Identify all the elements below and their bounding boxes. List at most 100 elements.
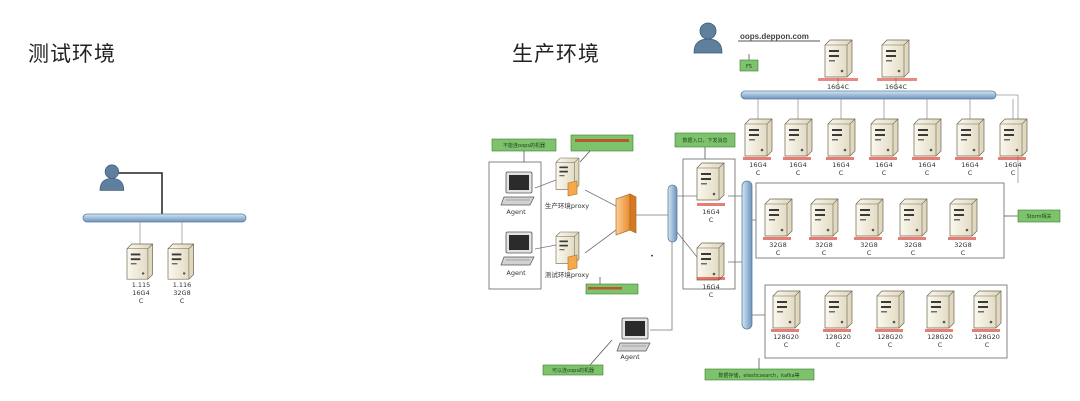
storm-server-tail: C [822, 249, 827, 257]
storage-server-spec: 128G20 [927, 333, 953, 341]
redacted-mark [771, 329, 799, 332]
storage-server-tail: C [888, 341, 893, 349]
test-server-spec: 32G8 [173, 289, 190, 297]
test-server-icon [126, 243, 154, 280]
row1-server-tail: C [839, 169, 844, 177]
storage-server-icon [876, 290, 905, 329]
domain-label: oops.deppon.com [740, 32, 809, 41]
mid-server-spec: 16G4 [702, 283, 719, 291]
redacted-mark [854, 237, 882, 240]
row1-server-tail: C [968, 169, 973, 177]
row1-server-icon [956, 118, 985, 157]
redacted-mark [575, 139, 629, 142]
redacted-mark [925, 329, 953, 332]
redacted-mark [948, 237, 976, 240]
firewall-icon [615, 193, 637, 236]
prod-env-title: 生产环境 [512, 42, 600, 66]
row1-server-tail: C [756, 169, 761, 177]
row1-server-icon [999, 118, 1028, 157]
storage-server-spec: 128G20 [825, 333, 851, 341]
mid-note-text: 数据入口，下发消息 [682, 137, 727, 144]
agent-label: Agent [506, 269, 526, 277]
test-env-group: 1.115 16G4 C 1.116 32G8 C [82, 164, 247, 305]
storm-server-tail: C [911, 249, 916, 257]
redacted-mark [869, 157, 897, 160]
vertical-bus-2 [741, 180, 753, 330]
storm-server-icon [855, 198, 884, 237]
bottom-agent-pc-icon [616, 317, 651, 352]
redacted-mark [955, 157, 983, 160]
agent-label: Agent [506, 208, 526, 216]
row1-server-spec: 16G4 [749, 161, 766, 169]
redacted-mark [826, 157, 854, 160]
agent-pc-icon [500, 171, 535, 206]
storage-server-icon [772, 290, 801, 329]
mid-server-tail: C [709, 291, 714, 299]
redacted-mark [697, 277, 725, 280]
row1-server-spec: 16G4 [789, 161, 806, 169]
storm-server-tail: C [776, 249, 781, 257]
redacted-mark [823, 329, 851, 332]
storm-server-spec: 32G8 [815, 241, 832, 249]
test-server-ip: 1.116 [173, 281, 192, 289]
agent-bottom-note-text: 可以连oops的机器 [552, 367, 594, 374]
storage-server-spec: 128G20 [877, 333, 903, 341]
f5-tag-label: F5 [746, 64, 752, 70]
redacted-mark [588, 287, 622, 290]
row1-server-spec: 16G4 [832, 161, 849, 169]
test-server-spec: 16G4 [132, 289, 149, 297]
row1-server-tail: C [796, 169, 801, 177]
storage-note-text: 数据存储，elasticsearch，kafka等 [718, 372, 799, 379]
row1-server-tail: C [1011, 169, 1016, 177]
storm-box [755, 182, 1005, 259]
connector-dot: • [650, 252, 654, 260]
storage-server-spec: 128G20 [773, 333, 799, 341]
row1-server-tail: C [925, 169, 930, 177]
agent-box [488, 161, 542, 290]
prod-user-icon [693, 22, 723, 54]
redacted-mark [972, 329, 1000, 332]
redacted-mark [912, 157, 940, 160]
agent-pc-icon [500, 231, 535, 266]
storm-server-spec: 32G8 [860, 241, 877, 249]
storm-server-spec: 32G8 [769, 241, 786, 249]
storm-note-text: Storm相关 [1026, 213, 1051, 220]
redacted-mark [783, 157, 811, 160]
mid-box [682, 158, 736, 290]
redacted-mark [697, 203, 725, 206]
top-server-spec: 16G4C [885, 83, 907, 91]
storm-server-spec: 32G8 [954, 241, 971, 249]
mid-group: 数据入口，下发消息 16G4 C 16G4 C [674, 132, 736, 299]
row1-server-spec: 16G4 [875, 161, 892, 169]
storage-server-tail: C [938, 341, 943, 349]
agent-area: 不能连oops的机器 Agent Agent [488, 138, 557, 290]
row1-server-icon [827, 118, 856, 157]
proxy-prod-label: 生产环境proxy [545, 201, 589, 210]
redacted-mark [998, 157, 1026, 160]
row1-server-icon [784, 118, 813, 157]
mid-server-spec: 16G4 [702, 208, 719, 216]
row1-server-spec: 16G4 [1004, 161, 1021, 169]
redacted-mark [743, 157, 771, 160]
storm-server-icon [764, 198, 793, 237]
row1-server-icon [870, 118, 899, 157]
agent-box-note-text: 不能连oops的机器 [503, 142, 545, 149]
test-network-bus [82, 213, 247, 223]
top-server-icon [824, 39, 853, 78]
agent-bottom-note [542, 364, 604, 376]
storm-server-icon [810, 198, 839, 237]
storage-server-tail: C [985, 341, 990, 349]
row1-server-icon [744, 118, 773, 157]
top-server-icon [881, 39, 910, 78]
prod-main-bus [740, 90, 997, 100]
test-server-ip: 1.115 [132, 281, 151, 289]
storage-server-tail: C [836, 341, 841, 349]
test-server-tail: C [139, 297, 144, 305]
redacted-mark [818, 78, 858, 81]
mid-server-icon [696, 162, 725, 201]
storage-server-spec: 128G20 [974, 333, 1000, 341]
top-server-spec: 16G4C [827, 83, 849, 91]
